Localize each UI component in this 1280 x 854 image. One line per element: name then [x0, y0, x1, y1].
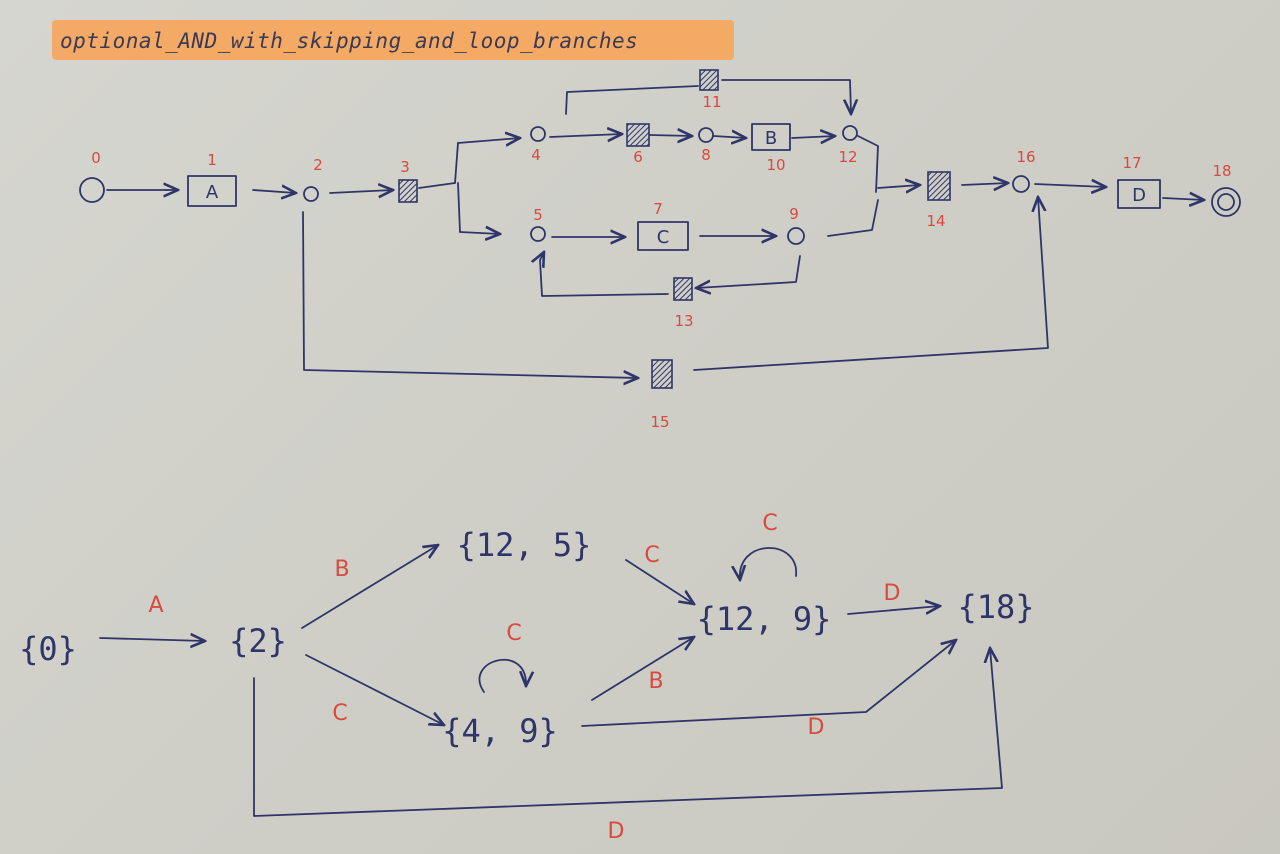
node-label-7: 7	[653, 200, 663, 218]
node-label-14: 14	[926, 212, 945, 230]
transition-1	[187, 175, 237, 207]
node-label-16: 16	[1016, 148, 1035, 166]
arc-2-15	[302, 211, 638, 378]
edge-label-4-9-12-9: B	[648, 669, 663, 694]
arc-13-5	[540, 252, 669, 297]
edge-4-9-18	[581, 640, 956, 727]
arc-2-3	[329, 190, 393, 193]
edge-label-2-18: D	[608, 819, 625, 844]
state-2: {2}	[229, 622, 287, 660]
arc-9-13	[696, 255, 801, 288]
arc-join-14	[877, 185, 920, 188]
place-0	[79, 177, 105, 203]
edge-12-5-12-9	[625, 559, 694, 604]
self-loop-4-9	[478, 659, 527, 693]
place-8	[698, 127, 714, 143]
arc-10-12	[791, 136, 835, 138]
place-18-inner	[1217, 193, 1235, 211]
place-9	[787, 227, 805, 245]
edge-label-2-4-9: C	[332, 701, 347, 726]
arc-15-16	[693, 197, 1049, 371]
arc-3-split	[418, 142, 459, 189]
node-label-8: 8	[701, 146, 711, 164]
place-5	[530, 226, 546, 242]
edge-0-2	[99, 638, 205, 641]
node-label-15: 15	[650, 413, 669, 431]
arc-3-split-lower	[457, 182, 461, 233]
place-4	[530, 126, 546, 142]
transition-10	[751, 123, 791, 151]
node-label-10: 10	[766, 156, 785, 174]
silent-transition-6	[626, 123, 650, 147]
transition-17	[1117, 179, 1161, 209]
node-label-0: 0	[91, 149, 101, 167]
edge-12-9-18	[847, 606, 940, 615]
place-16	[1012, 175, 1030, 193]
reachability-graph: {0} {2} {12, 5} {4, 9} {12, 9} {18} A B …	[19, 511, 1034, 844]
node-label-9: 9	[789, 205, 799, 223]
page-title: optional_AND_with_skipping_and_loop_bran…	[60, 29, 639, 53]
arc-12-join	[857, 135, 879, 193]
activity-label-b: B	[765, 128, 777, 149]
arc-6-8	[649, 135, 692, 136]
silent-transition-11	[699, 69, 719, 91]
arc-4-11	[565, 85, 699, 115]
arc-3-5	[459, 232, 500, 234]
activity-label-a: A	[206, 182, 219, 203]
node-label-2: 2	[313, 156, 323, 174]
place-12	[842, 125, 858, 141]
edge-4-9-12-9	[591, 637, 694, 701]
arc-14-16	[961, 183, 1008, 185]
state-4-9: {4, 9}	[442, 712, 558, 750]
edge-2-4-9	[305, 654, 444, 725]
edge-label-4-9-18: D	[808, 715, 825, 740]
node-label-3: 3	[400, 158, 410, 176]
arc-9-join	[827, 199, 879, 237]
edge-label-12-9-self: C	[762, 511, 777, 536]
node-label-6: 6	[633, 148, 643, 166]
edge-label-4-9-self: C	[506, 621, 521, 646]
edge-label-2-12-5: B	[334, 557, 349, 582]
edge-label-0-2: A	[148, 593, 163, 618]
arc-16-17	[1034, 184, 1106, 187]
edge-2-18	[253, 648, 1003, 817]
edge-2-12-5	[301, 545, 438, 629]
state-18: {18}	[957, 588, 1034, 626]
transition-7	[637, 221, 689, 251]
node-label-13: 13	[674, 312, 693, 330]
node-label-1: 1	[207, 151, 217, 169]
silent-transition-15	[651, 359, 673, 389]
edge-label-12-9-18: D	[884, 581, 901, 606]
silent-transition-3	[398, 179, 418, 203]
self-loop-12-9	[740, 547, 797, 580]
arc-1-2	[252, 190, 296, 193]
arc-4-6	[549, 134, 622, 137]
arc-17-18	[1162, 198, 1204, 200]
activity-label-d: D	[1132, 185, 1146, 206]
edge-label-12-5-12-9: C	[644, 543, 659, 568]
node-label-11: 11	[702, 93, 721, 111]
silent-transition-14	[927, 171, 951, 201]
activity-label-c: C	[657, 227, 670, 248]
arc-3-4	[457, 138, 520, 143]
state-0: {0}	[19, 630, 77, 668]
place-2	[303, 186, 319, 202]
title-highlight	[52, 20, 734, 60]
node-label-5: 5	[533, 206, 543, 224]
arc-11-12	[721, 79, 851, 114]
node-label-4: 4	[531, 146, 541, 164]
petri-net: A B C D 0 1 2 3 4 5 6 7 8 9 10 11 12 13	[79, 69, 1241, 431]
node-label-17: 17	[1122, 154, 1141, 172]
silent-transition-13	[673, 277, 693, 301]
node-label-12: 12	[838, 148, 857, 166]
state-12-9: {12, 9}	[697, 600, 832, 638]
node-label-18: 18	[1212, 162, 1231, 180]
state-12-5: {12, 5}	[457, 526, 592, 564]
place-18	[1211, 187, 1241, 217]
arc-8-10	[713, 136, 746, 138]
